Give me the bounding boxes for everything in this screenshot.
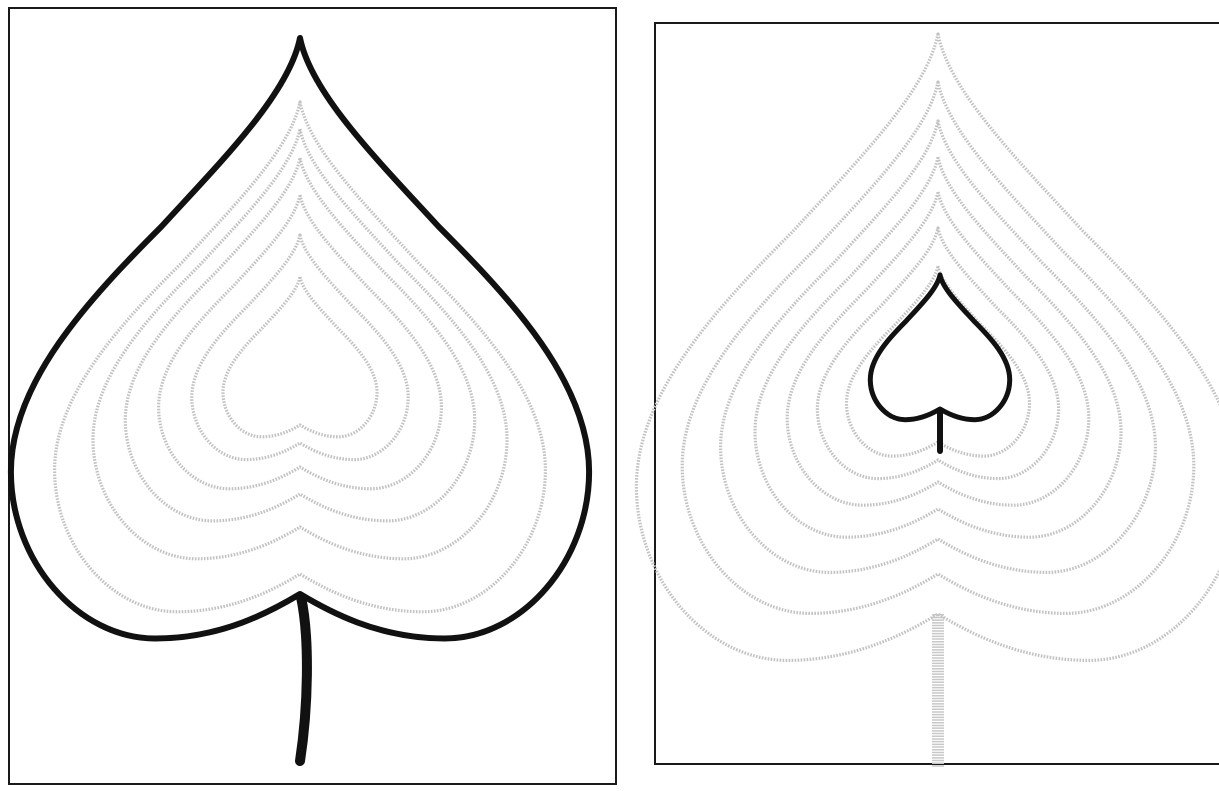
- left-guide-contour-1: [55, 102, 546, 612]
- left-leaf-outline: [11, 38, 589, 639]
- right-panel: [654, 22, 1219, 765]
- left-guide-contour-6: [223, 277, 377, 437]
- right-guide-contours: [636, 34, 1219, 660]
- left-panel: [8, 7, 617, 785]
- right-guide-contour-1: [636, 34, 1219, 660]
- right-leaf-drawing: [656, 24, 1219, 767]
- left-leaf-stem: [300, 597, 307, 761]
- left-guide-contours: [55, 102, 546, 612]
- left-leaf-drawing: [10, 9, 619, 787]
- right-guide-contour-5: [787, 192, 1089, 505]
